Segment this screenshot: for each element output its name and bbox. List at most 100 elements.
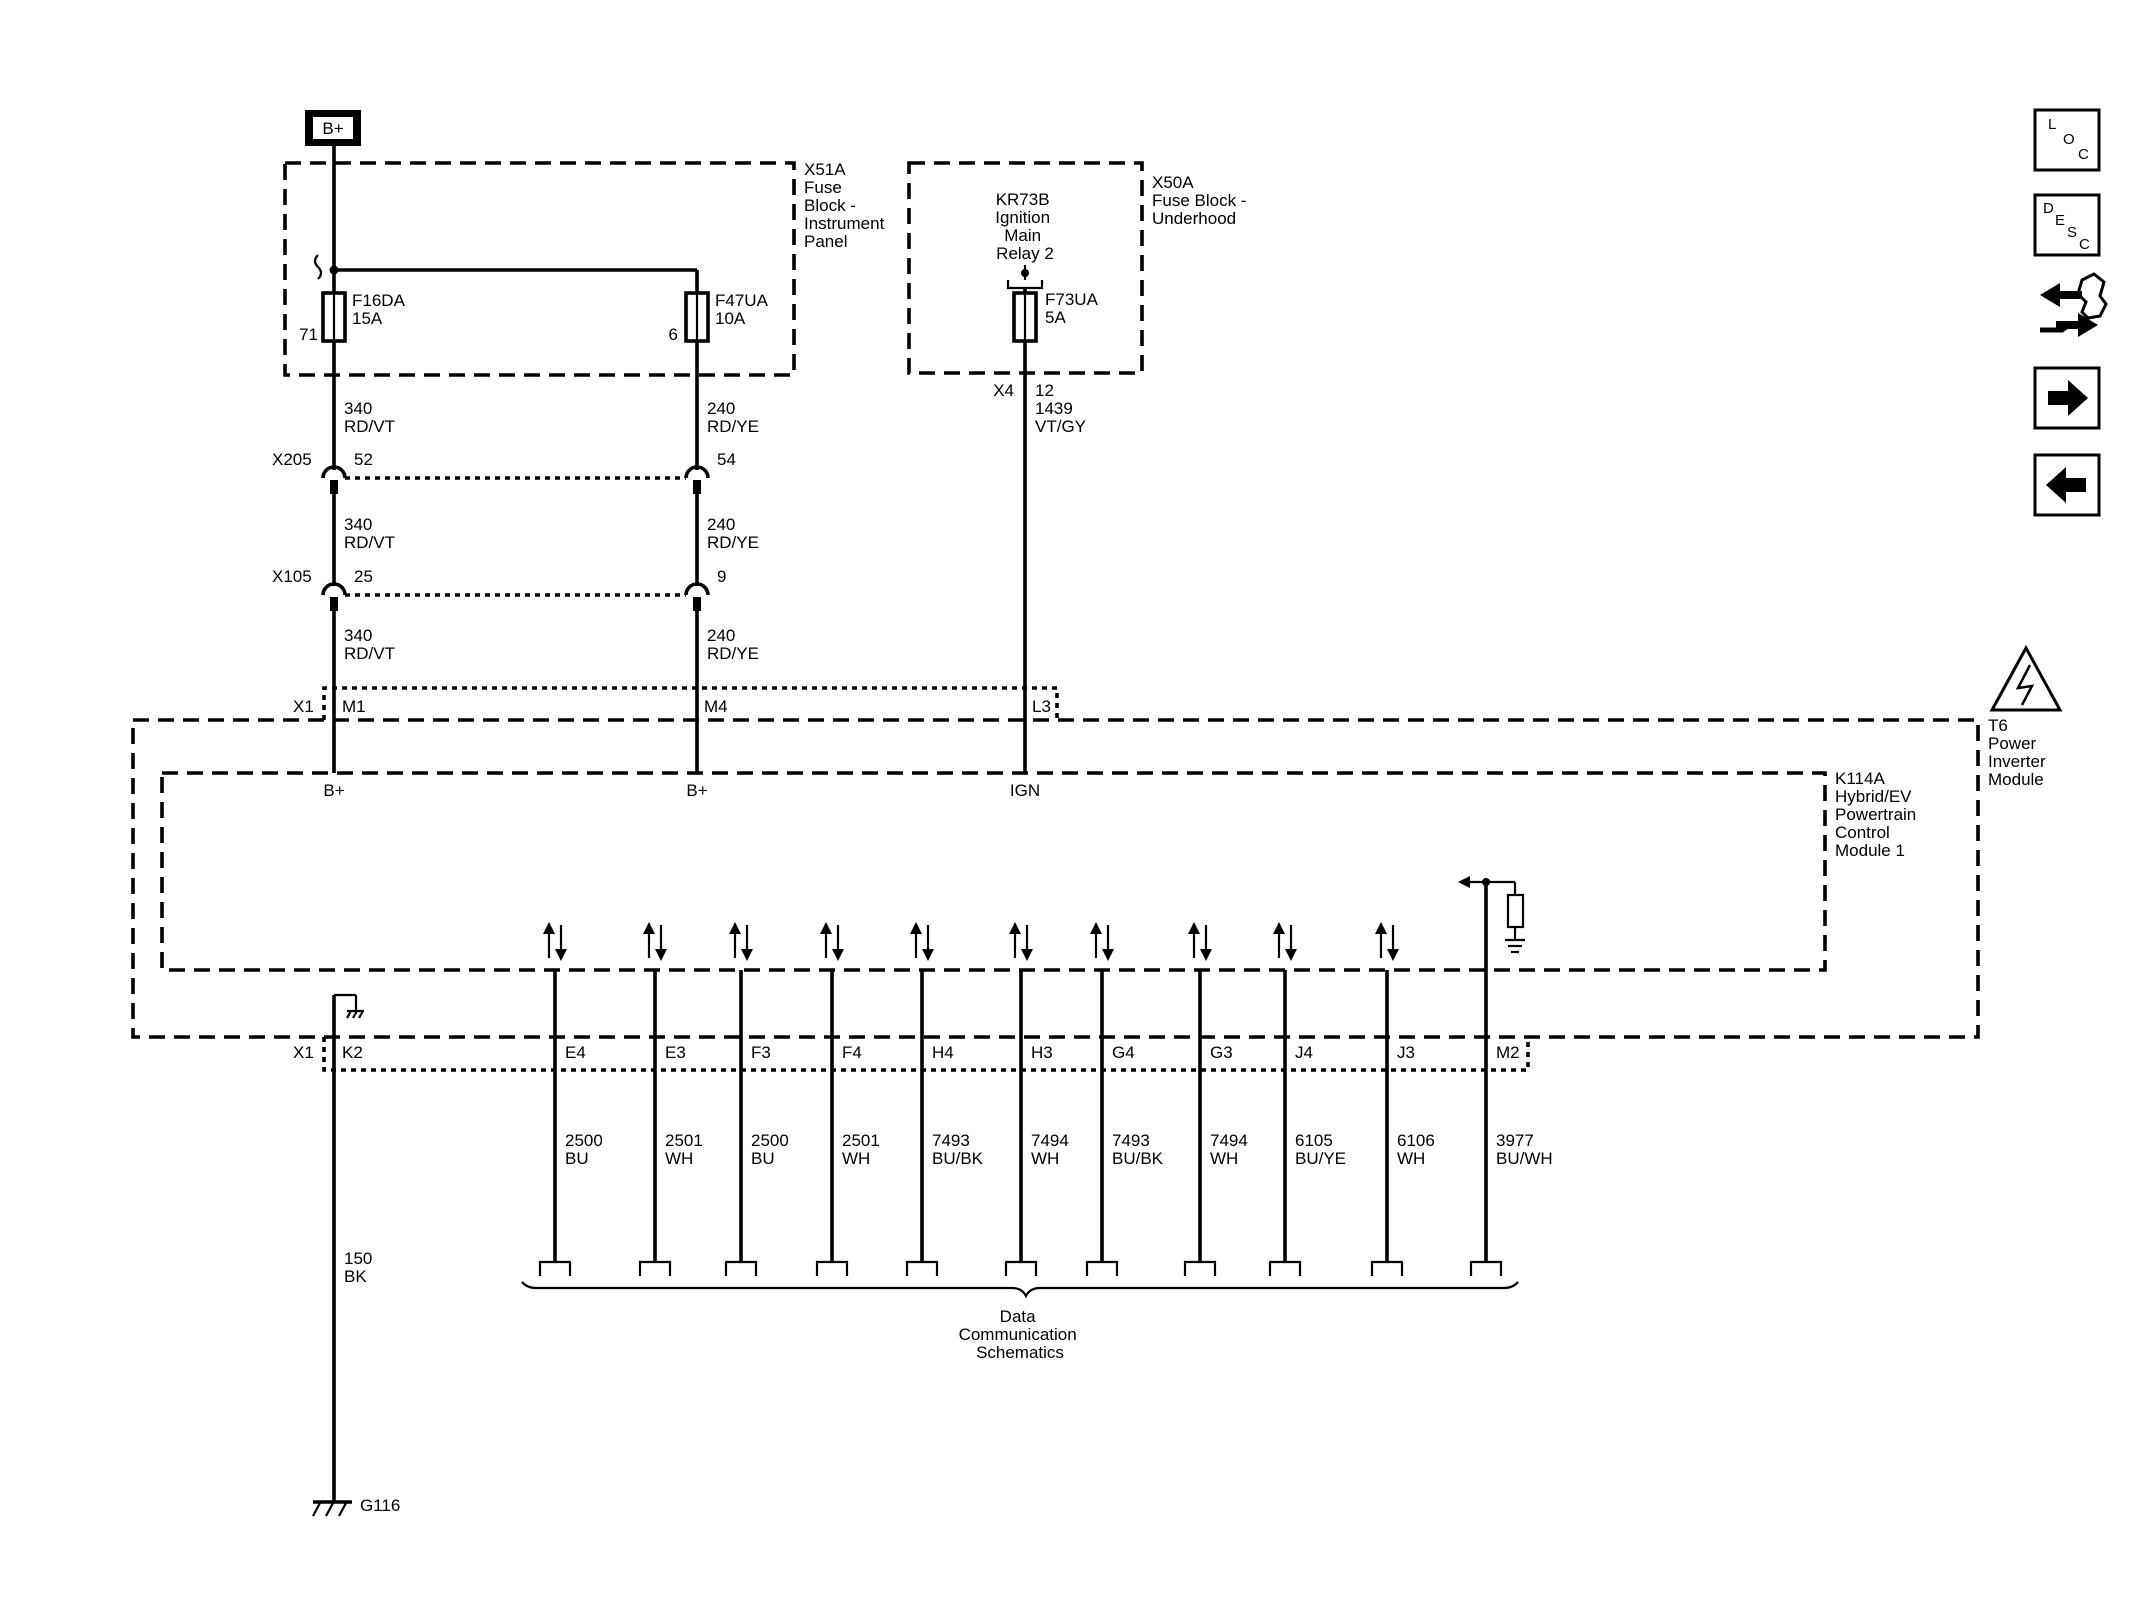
connector-x205-pin-right: 54 — [717, 450, 736, 469]
pin-l3: L3 — [1032, 697, 1051, 716]
input-label-bplus-1: B+ — [323, 781, 344, 800]
color-f4: WH — [842, 1149, 870, 1168]
fuse-f73ua-name: F73UA — [1045, 290, 1099, 309]
color-g4: BU/BK — [1112, 1149, 1164, 1168]
loc-button-c: C — [2078, 146, 2089, 163]
module-connector-bottom — [322, 1037, 1530, 1072]
outer-module-label: T6 Power Inverter Module — [1988, 716, 2050, 789]
fuse-f47ua-pin: 6 — [669, 325, 678, 344]
wire-1439-label: 12 1439 VT/GY — [1035, 381, 1086, 436]
loc-button[interactable]: L O C — [2033, 108, 2101, 172]
color-g3: WH — [1210, 1149, 1238, 1168]
connector-repair-icon[interactable] — [2040, 272, 2108, 337]
loc-button-o: O — [2063, 131, 2075, 148]
circuit-m2: 3977 — [1496, 1131, 1534, 1150]
pin-m1: M1 — [342, 697, 366, 716]
inner-module-label: K114A Hybrid/EV Powertrain Control Modul… — [1835, 769, 1921, 860]
connector-x105-pin-left: 25 — [354, 567, 373, 586]
circuit-g3: 7494 — [1210, 1131, 1248, 1150]
pin-e3: E3 — [665, 1043, 686, 1062]
fuse-f16da-name: F16DA — [352, 291, 406, 310]
connector-x105-pin-right: 9 — [717, 567, 726, 586]
next-arrow-button[interactable] — [2033, 366, 2101, 430]
module-connector-top — [322, 686, 1059, 720]
module-connector-top-name: X1 — [293, 697, 314, 716]
left-arrow-icon — [2046, 467, 2086, 503]
color-e3: WH — [665, 1149, 693, 1168]
pull-resistor — [1458, 876, 1525, 1003]
desc-button[interactable]: D E S C — [2033, 193, 2101, 257]
fuse-f16da-pin: 71 — [299, 325, 318, 344]
pin-f4: F4 — [842, 1043, 862, 1062]
fuse-f47ua-rating: 10A — [715, 309, 746, 328]
input-label-bplus-2: B+ — [686, 781, 707, 800]
color-e4: BU — [565, 1149, 589, 1168]
inner-module-outline — [160, 771, 1827, 972]
color-f3: BU — [751, 1149, 775, 1168]
fuse-f16da — [321, 291, 347, 343]
prev-arrow-button[interactable] — [2033, 453, 2101, 517]
pin-k2: K2 — [342, 1043, 363, 1062]
circuit-h3: 7494 — [1031, 1131, 1069, 1150]
connector-x105-name: X105 — [272, 567, 312, 586]
circuit-f4: 2501 — [842, 1131, 880, 1150]
desc-button-c: C — [2079, 236, 2090, 253]
pin-g3: G3 — [1210, 1043, 1233, 1062]
relay-label: KR73B Ignition Main Relay 2 — [995, 190, 1055, 263]
data-lines: E42500BUE32501WHF32500BUF42501WHH47493BU… — [538, 882, 1553, 1276]
desc-button-d: D — [2043, 200, 2054, 217]
wire-240-label-2: 240 RD/YE — [707, 515, 759, 552]
wire-340-label-3: 340 RD/VT — [344, 626, 395, 663]
module-connector-bottom-name: X1 — [293, 1043, 314, 1062]
pin-h3: H3 — [1031, 1043, 1053, 1062]
pin-m2: M2 — [1496, 1043, 1520, 1062]
color-j4: BU/YE — [1295, 1149, 1346, 1168]
circuit-f3: 2500 — [751, 1131, 789, 1150]
outer-module-outline — [131, 718, 1980, 1039]
underhood-connector: X4 — [993, 381, 1014, 400]
battery-source: B+ — [305, 110, 361, 146]
connector-x205-pin-left: 52 — [354, 450, 373, 469]
circuit-j3: 6106 — [1397, 1131, 1435, 1150]
pin-j4: J4 — [1295, 1043, 1313, 1062]
fuse-f73ua — [1012, 291, 1038, 343]
pin-g4: G4 — [1112, 1043, 1135, 1062]
color-h4: BU/BK — [932, 1149, 984, 1168]
wire-240-label-1: 240 RD/YE — [707, 399, 759, 436]
loc-button-l: L — [2048, 116, 2056, 133]
bus-break-symbol — [313, 254, 323, 280]
fuse-block-ip-label: X51A Fuse Block - Instrument Panel — [804, 160, 889, 251]
connector-x205 — [321, 465, 710, 494]
wire-240-label-3: 240 RD/YE — [707, 626, 759, 663]
ground-k2-internal — [332, 993, 364, 1050]
ground-g116-label: G116 — [360, 1496, 400, 1515]
color-j3: WH — [1397, 1149, 1425, 1168]
connector-x105 — [321, 582, 710, 611]
ground-g116-icon — [312, 1500, 352, 1517]
pin-h4: H4 — [932, 1043, 954, 1062]
connector-x205-name: X205 — [272, 450, 312, 469]
circuit-h4: 7493 — [932, 1131, 970, 1150]
pin-e4: E4 — [565, 1043, 586, 1062]
circuit-g4: 7493 — [1112, 1131, 1150, 1150]
data-comm-label: Data Communication Schematics — [959, 1307, 1082, 1362]
wire-340-label-2: 340 RD/VT — [344, 515, 395, 552]
color-m2: BU/WH — [1496, 1149, 1553, 1168]
wire-150-label: 150 BK — [344, 1249, 377, 1286]
desc-button-e: E — [2055, 212, 2065, 229]
color-h3: WH — [1031, 1149, 1059, 1168]
fuse-f47ua-name: F47UA — [715, 291, 769, 310]
high-voltage-warning-icon — [1989, 644, 2063, 712]
fuse-f16da-rating: 15A — [352, 309, 383, 328]
circuit-j4: 6105 — [1295, 1131, 1333, 1150]
desc-button-s: S — [2067, 224, 2077, 241]
pin-j3: J3 — [1397, 1043, 1415, 1062]
right-arrow-icon — [2048, 380, 2088, 416]
